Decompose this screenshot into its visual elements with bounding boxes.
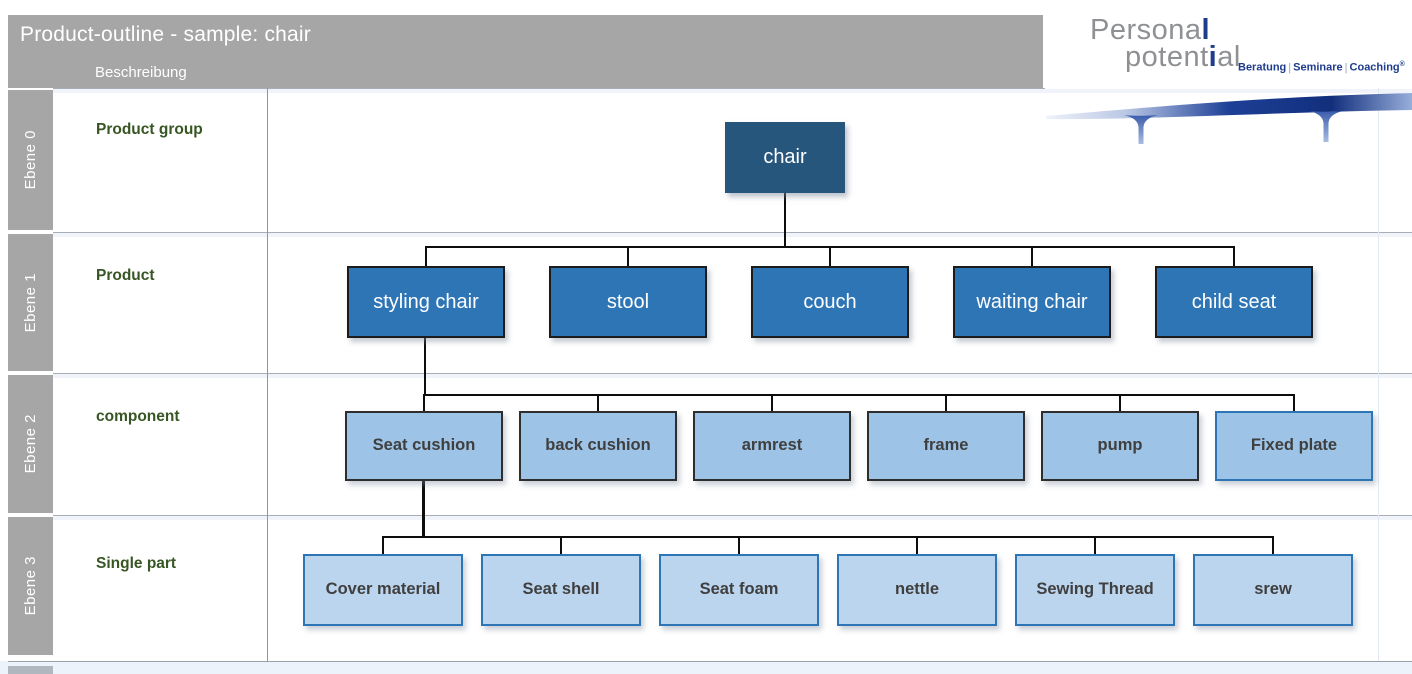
logo-word-personal: Personal: [1090, 14, 1211, 46]
connector-stub: [916, 536, 918, 554]
tree-node-seat-foam[interactable]: Seat foam: [659, 554, 819, 626]
header-bar: Product-outline - sample: chair Beschrei…: [8, 15, 1043, 88]
tree-node-styling-chair[interactable]: styling chair: [347, 266, 505, 338]
tree-node-sewing-thread[interactable]: Sewing Thread: [1015, 554, 1175, 626]
registered-mark: ®: [1399, 61, 1405, 68]
grid-row-glow: [53, 233, 1412, 237]
connector-root-drop: [784, 193, 786, 248]
level-bar-ebene-0: Ebene 0: [8, 90, 53, 230]
tree-node-srew[interactable]: srew: [1193, 554, 1353, 626]
connector-stub: [560, 536, 562, 554]
row-description-single-part: Single part: [96, 555, 177, 572]
connector-stub: [1272, 536, 1274, 554]
grid-row-line: [53, 373, 1412, 374]
personalpotential-logo: Personal potential Beratung|Seminare|Coa…: [1042, 14, 1412, 144]
tree-node-couch[interactable]: couch: [751, 266, 909, 338]
grid-faint-column-line: [1378, 88, 1379, 661]
tree-node-pump[interactable]: pump: [1041, 411, 1199, 481]
grid-row-line: [53, 515, 1412, 516]
connector-level3-rail: [382, 536, 1274, 538]
grid-row-glow: [53, 89, 1412, 93]
tree-node-fixed-plate[interactable]: Fixed plate: [1215, 411, 1373, 481]
tree-node-child-seat[interactable]: child seat: [1155, 266, 1313, 338]
tree-node-seat-shell[interactable]: Seat shell: [481, 554, 641, 626]
tree-node-armrest[interactable]: armrest: [693, 411, 851, 481]
connector-stub: [1119, 394, 1121, 411]
tree-node-cover-material[interactable]: Cover material: [303, 554, 463, 626]
grid-column-line: [267, 57, 268, 661]
logo-tagline: Beratung|Seminare|Coaching®: [1238, 61, 1405, 74]
next-level-bar-sliver: [8, 666, 53, 674]
tree-node-chair[interactable]: chair: [725, 122, 845, 193]
next-row-strip: [0, 661, 1412, 674]
connector-stub: [423, 394, 425, 411]
connector-stub: [597, 394, 599, 411]
connector-stub: [1094, 536, 1096, 554]
level-bar-ebene-2: Ebene 2: [8, 375, 53, 513]
row-description-product: Product: [96, 267, 155, 284]
connector-stub: [382, 536, 384, 554]
tree-node-seat-cushion[interactable]: Seat cushion: [345, 411, 503, 481]
connector-stub: [1031, 246, 1033, 266]
connector-stub: [738, 536, 740, 554]
tree-node-waiting-chair[interactable]: waiting chair: [953, 266, 1111, 338]
grid-row-line: [53, 88, 1045, 89]
row-description-product-group: Product group: [96, 121, 203, 138]
connector-stub: [829, 246, 831, 266]
tree-node-stool[interactable]: stool: [549, 266, 707, 338]
bridge-swoosh-graphic: [1046, 93, 1412, 144]
grid-row-line: [8, 661, 1412, 662]
logo-accent-letter: i: [1208, 41, 1218, 73]
connector-stub: [771, 394, 773, 411]
grid-row-glow: [53, 374, 1412, 378]
tree-node-nettle[interactable]: nettle: [837, 554, 997, 626]
level-bar-ebene-1: Ebene 1: [8, 234, 53, 371]
row-description-component: component: [96, 408, 180, 425]
logo-word-potential: potential: [1125, 41, 1241, 73]
grid-row-line: [53, 232, 1412, 233]
grid-row-glow: [53, 516, 1412, 520]
page-title: Product-outline - sample: chair: [20, 23, 311, 46]
description-column-header: Beschreibung: [95, 64, 187, 81]
connector-level2-rail: [423, 394, 1295, 396]
connector-stub: [1293, 394, 1295, 411]
logo-accent-letter: l: [1201, 14, 1211, 46]
tagline-separator: |: [1288, 61, 1292, 74]
connector-stylingchair-drop: [424, 338, 426, 396]
tree-node-back-cushion[interactable]: back cushion: [519, 411, 677, 481]
level-bar-ebene-3: Ebene 3: [8, 517, 53, 655]
tree-node-frame[interactable]: frame: [867, 411, 1025, 481]
connector-seatcushion-drop: [422, 481, 425, 538]
tagline-separator: |: [1344, 61, 1348, 74]
connector-stub: [425, 246, 427, 266]
connector-stub: [627, 246, 629, 266]
connector-stub: [945, 394, 947, 411]
connector-stub: [1233, 246, 1235, 266]
